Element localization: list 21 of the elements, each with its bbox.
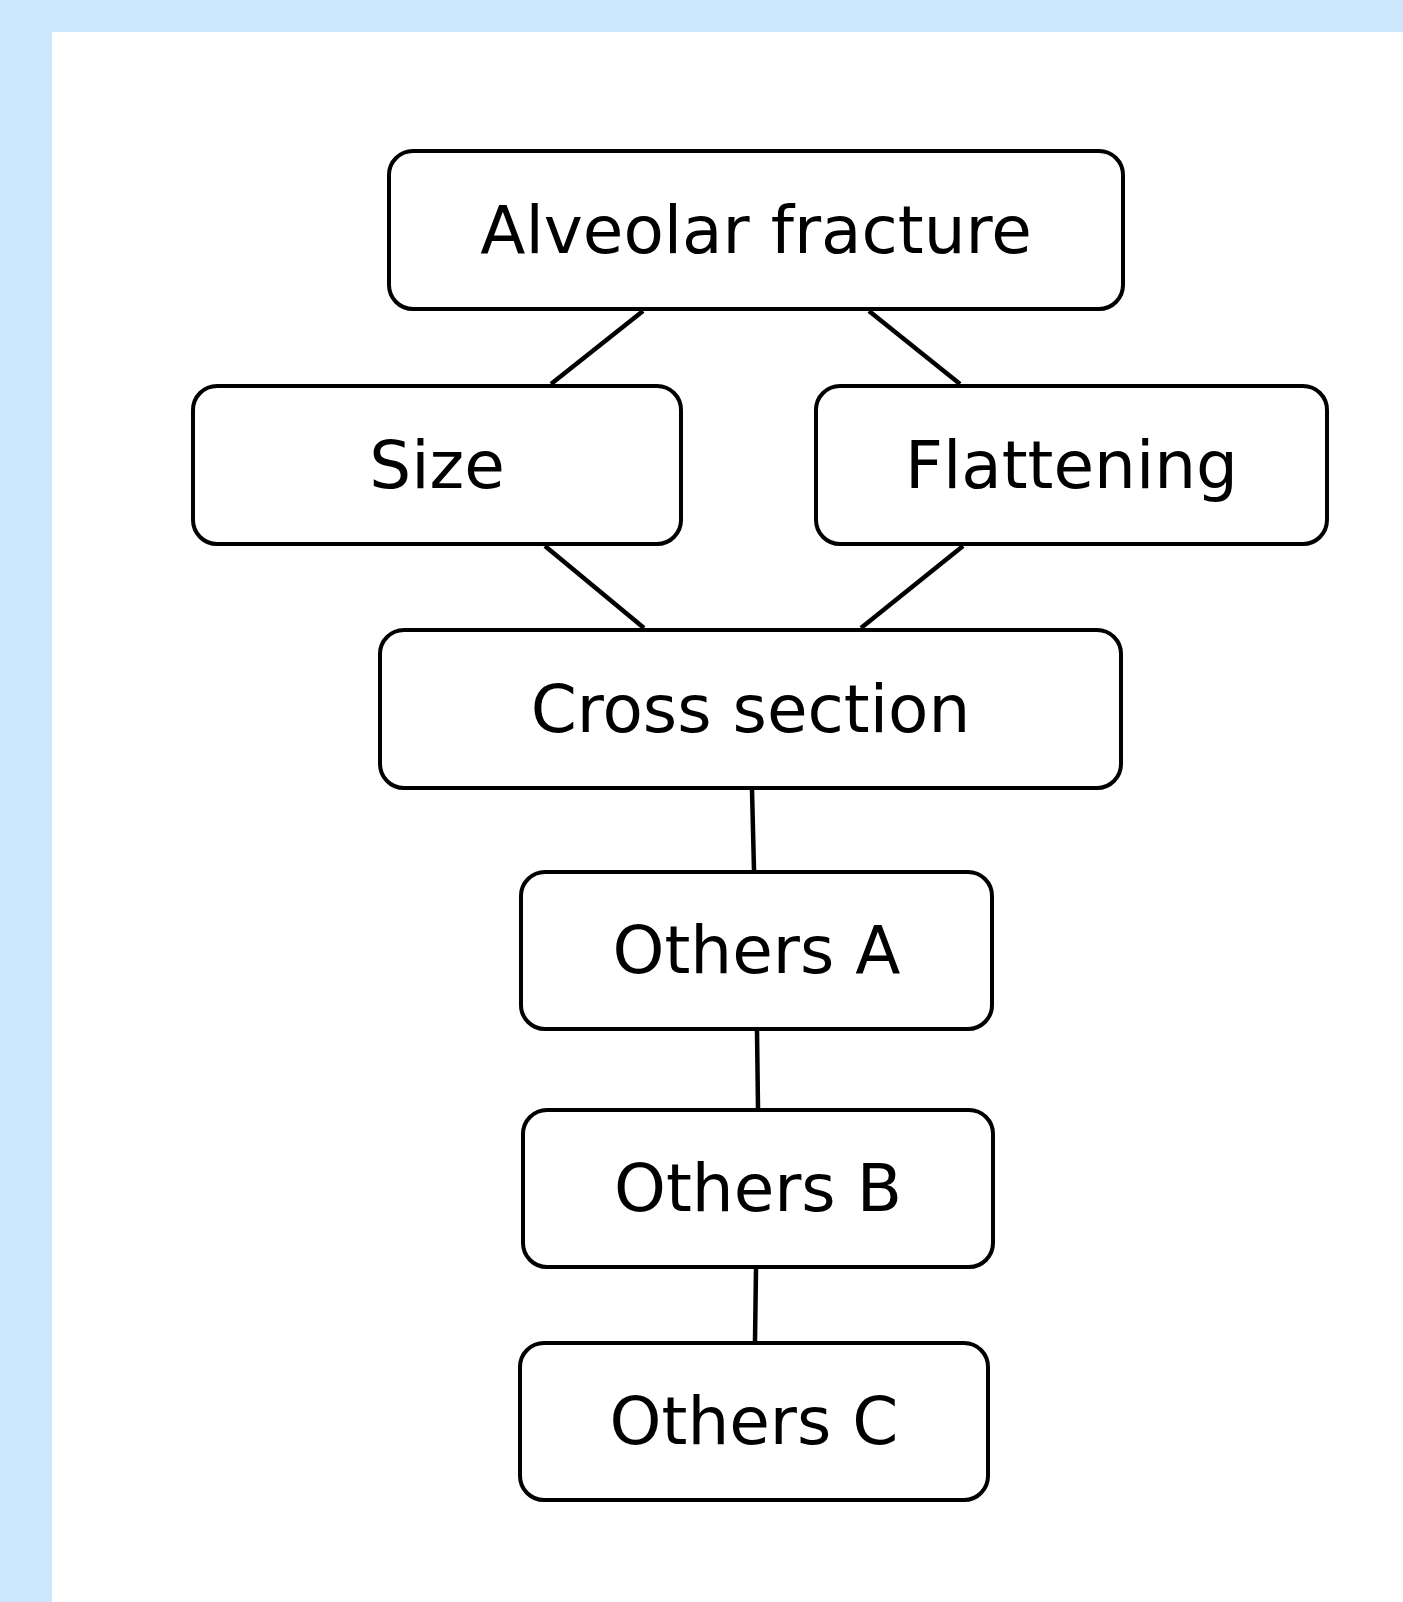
rounded-box [518, 1341, 990, 1502]
connector-line [543, 544, 646, 630]
node-label: Flattening [905, 426, 1238, 504]
node-label: Cross section [530, 670, 971, 748]
node-label: Others B [613, 1150, 902, 1227]
connector-line [749, 789, 757, 871]
rounded-box [814, 384, 1329, 546]
rounded-box [387, 149, 1125, 311]
node-label: Others C [609, 1383, 899, 1460]
connector-line [859, 544, 965, 630]
node-label: Others A [612, 912, 901, 989]
connector-line [754, 1030, 761, 1109]
rounded-box [191, 384, 683, 546]
node-label: Size [369, 426, 505, 504]
rounded-box [378, 628, 1123, 790]
rounded-box [519, 870, 994, 1031]
node-label: Alveolar fracture [480, 191, 1032, 269]
rounded-box [521, 1108, 995, 1269]
connector-line [867, 309, 962, 386]
connector-line [752, 1268, 759, 1342]
connector-line [549, 309, 645, 386]
